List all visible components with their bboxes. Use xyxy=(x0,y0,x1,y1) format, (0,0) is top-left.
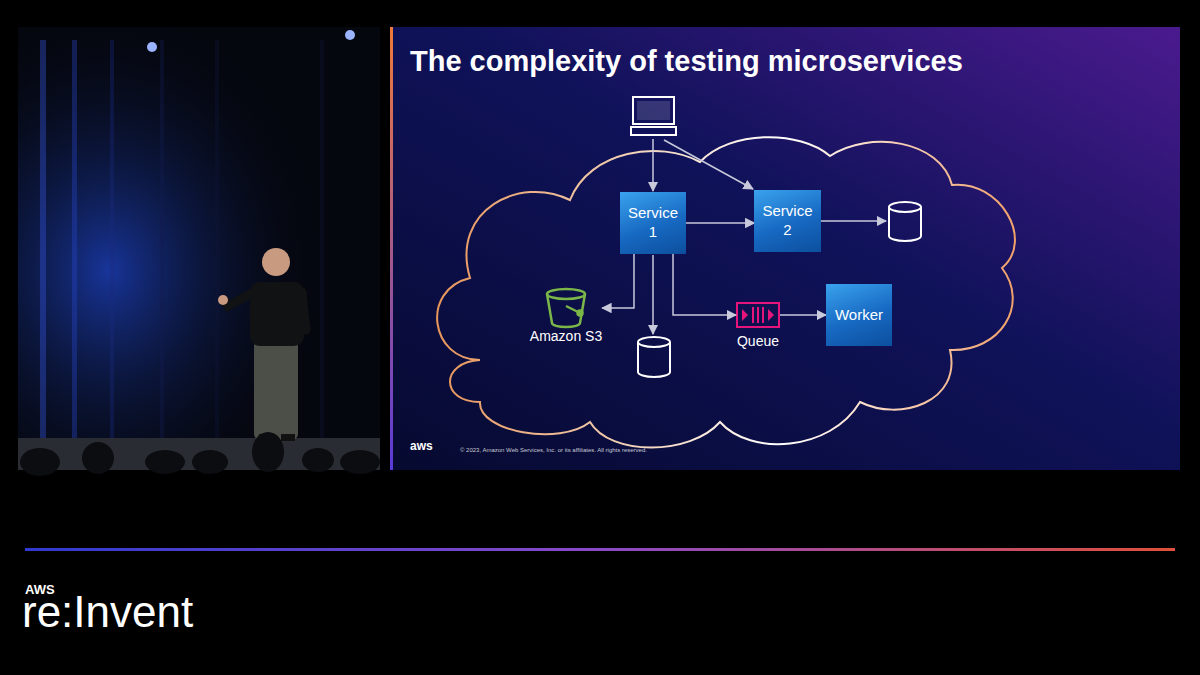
screen xyxy=(637,101,670,120)
service-box: Service 2 xyxy=(754,190,820,252)
node-label: Service 2 xyxy=(762,202,812,240)
slide-background xyxy=(390,27,1180,470)
node-label: Queue xyxy=(737,333,779,350)
queue-bar xyxy=(757,307,759,323)
connector-arrow xyxy=(602,254,634,308)
curtain-folds xyxy=(40,40,324,440)
bucket-rim xyxy=(547,289,585,299)
copyright-note: © 2023, Amazon Web Services, Inc. or its… xyxy=(460,447,647,453)
client-arrow xyxy=(664,140,753,189)
bucket-body xyxy=(547,294,585,327)
curtain-glow xyxy=(18,27,380,470)
spotlight xyxy=(345,30,355,40)
curtain-fold xyxy=(110,40,114,440)
spotlight xyxy=(147,42,157,52)
cloud-outline xyxy=(437,137,1015,447)
audience xyxy=(20,432,380,476)
service-box: Service 1 xyxy=(620,192,686,254)
computer-icon xyxy=(631,97,676,135)
database-icon xyxy=(889,202,921,241)
audience-head xyxy=(252,432,284,472)
queue-icon xyxy=(737,303,779,327)
bucket-icon xyxy=(547,289,585,327)
speaker-head xyxy=(262,248,290,276)
speaker-arm xyxy=(224,292,254,306)
computer-base xyxy=(631,127,676,135)
queue-arrow xyxy=(768,309,774,321)
event-logo: re:Invent xyxy=(22,590,193,634)
worker-box: Worker xyxy=(826,284,892,346)
audience-head xyxy=(82,442,114,474)
slide-edge xyxy=(390,27,393,470)
speaker-shoe xyxy=(281,434,295,441)
curtain-fold xyxy=(160,40,164,440)
curtain-fold xyxy=(72,40,77,440)
aws-logo: aws xyxy=(410,440,433,452)
curtain-fold xyxy=(40,40,46,440)
audience-head xyxy=(192,450,228,474)
queue-node: Queue xyxy=(736,297,780,350)
curtain-fold xyxy=(320,40,324,440)
connector-arrow xyxy=(686,222,754,224)
speaker-arm xyxy=(302,292,306,330)
audience-head xyxy=(302,448,334,472)
connector-arrow xyxy=(780,314,826,316)
db-arrow xyxy=(652,255,654,334)
audience-head xyxy=(340,450,380,474)
node-label: Worker xyxy=(835,306,883,325)
divider-bar xyxy=(25,548,1175,551)
cylinder-top xyxy=(889,202,921,212)
node-label: Amazon S3 xyxy=(530,328,602,345)
queue-frame xyxy=(737,303,779,327)
database-icon xyxy=(638,337,670,377)
video-panel xyxy=(18,27,380,470)
audience-head xyxy=(20,448,60,476)
monitor xyxy=(633,97,674,124)
audience-head xyxy=(145,450,185,474)
cylinder-top xyxy=(638,337,670,347)
slide-title: The complexity of testing microservices xyxy=(410,44,963,79)
queue-bar xyxy=(762,307,764,323)
bucket-dot xyxy=(578,311,583,316)
queue-arrow xyxy=(742,309,748,321)
node-label: Service 1 xyxy=(628,204,678,242)
client-arrow xyxy=(652,139,654,191)
speaker-hand xyxy=(218,295,228,305)
storage-node: Amazon S3 xyxy=(530,288,602,345)
speaker xyxy=(218,248,306,441)
connector-arrow xyxy=(673,254,736,315)
db-arrow xyxy=(821,220,886,222)
curtain-fold xyxy=(215,40,219,440)
queue-bar xyxy=(752,307,754,323)
speaker-legs xyxy=(254,340,298,440)
